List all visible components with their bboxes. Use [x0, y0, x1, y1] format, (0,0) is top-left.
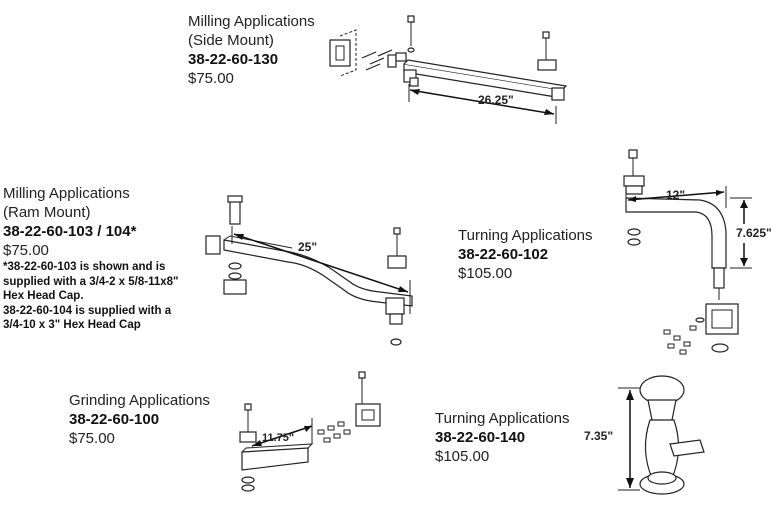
turning-102-illustration [623, 149, 752, 355]
price: $105.00 [458, 265, 513, 282]
part-number: 38-22-60-103 / 104* [3, 223, 137, 240]
side-mount-illustration [329, 15, 568, 124]
grinding-illustration [239, 371, 381, 492]
turning-140-dimension: 7.35" [584, 429, 614, 443]
product-turning-102: Turning Applications 38-22-60-102 $105.0… [458, 226, 593, 283]
price: $75.00 [3, 242, 49, 259]
product-note-line: 38-22-60-104 is supplied with a [3, 304, 172, 317]
price: $75.00 [69, 430, 115, 447]
product-note-line: Hex Head Cap. [3, 290, 84, 302]
product-title-line: Grinding Applications [69, 392, 210, 409]
ram-mount-illustration [205, 195, 413, 346]
product-title-line: Turning Applications [435, 410, 570, 427]
price: $105.00 [435, 448, 490, 465]
product-title-line: (Side Mount) [188, 32, 274, 49]
turning-140-illustration [618, 375, 705, 495]
product-title-line: Turning Applications [458, 227, 593, 244]
product-grinding: Grinding Applications 38-22-60-100 $75.0… [69, 391, 210, 448]
product-title-line: Milling Applications [188, 13, 315, 30]
product-turning-140: Turning Applications 38-22-60-140 $105.0… [435, 409, 570, 466]
product-note-line: *38-22-60-103 is shown and is [3, 261, 166, 273]
part-number: 38-22-60-102 [458, 246, 549, 263]
turning-102-width-dimension: 12" [666, 188, 686, 202]
product-note-line: supplied with a 3/4-2 x 5/8-11x8" [3, 275, 179, 288]
turning-102-height-dimension: 7.625" [736, 224, 772, 243]
grinding-dimension: 11.75" [262, 432, 295, 444]
part-number: 38-22-60-140 [435, 429, 526, 446]
product-note-line: 3/4-10 x 3" Hex Head Cap [3, 319, 141, 331]
side-mount-dimension: 26.25" [478, 93, 514, 107]
part-number: 38-22-60-100 [69, 411, 160, 428]
product-title-line: Milling Applications [3, 185, 130, 202]
price: $75.00 [188, 70, 234, 87]
product-title-line: (Ram Mount) [3, 204, 91, 221]
product-side-mount: Milling Applications (Side Mount) 38-22-… [188, 12, 315, 88]
part-number: 38-22-60-130 [188, 51, 279, 68]
product-ram-mount: Milling Applications (Ram Mount) 38-22-6… [3, 184, 178, 333]
ram-mount-dimension: 25" [298, 240, 318, 254]
